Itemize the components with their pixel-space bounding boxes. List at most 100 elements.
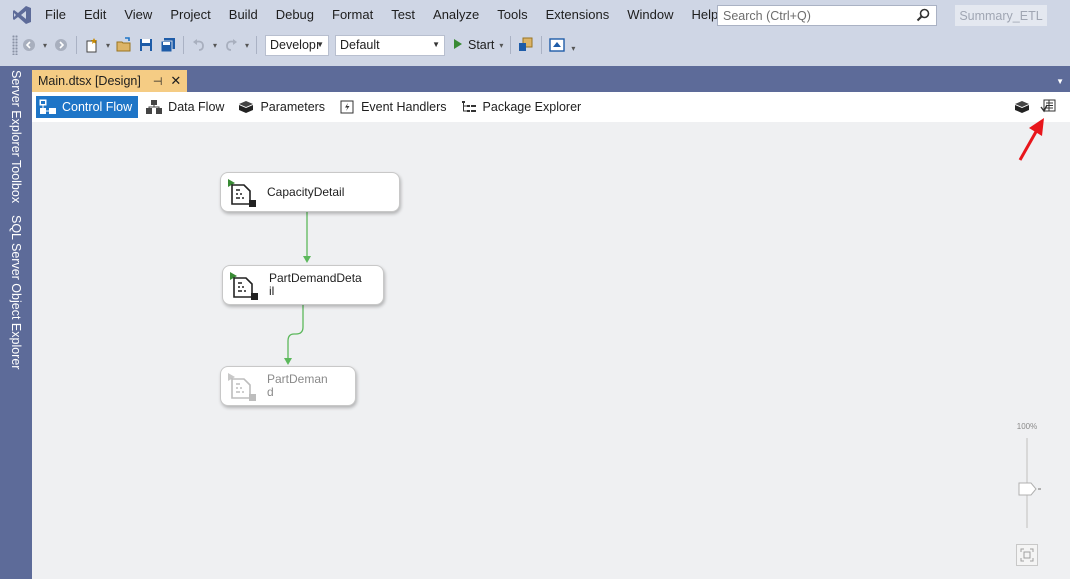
- task-part-demand-detail[interactable]: PartDemandDeta il: [222, 265, 384, 305]
- event-handlers-icon: [338, 99, 356, 115]
- parameters-icon: [237, 99, 255, 115]
- menu-tools[interactable]: Tools: [497, 7, 528, 22]
- close-icon[interactable]: ✕: [170, 73, 182, 88]
- task-label: PartDemandDeta il: [269, 271, 362, 298]
- data-flow-icon: [145, 99, 163, 115]
- redo-dropdown-icon[interactable]: ▾: [244, 40, 249, 50]
- menu-window[interactable]: Window: [627, 7, 674, 22]
- execute-sql-task-icon: [229, 270, 259, 300]
- tab-control-flow[interactable]: Control Flow: [36, 96, 139, 118]
- play-icon: [453, 38, 463, 53]
- document-tab-title: Main.dtsx [Design]: [38, 74, 141, 88]
- start-dropdown-icon[interactable]: ▾: [499, 40, 504, 50]
- menu-project[interactable]: Project: [170, 7, 211, 22]
- menu-view[interactable]: View: [124, 7, 153, 22]
- solution-configurations-combo[interactable]: Developı ▼: [265, 34, 329, 56]
- control-flow-design-surface[interactable]: CapacityDetail PartDemandDeta il PartDem…: [32, 122, 1070, 579]
- zoom-to-fit-button[interactable]: [1016, 544, 1038, 566]
- package-icon[interactable]: [546, 34, 568, 56]
- document-list-dropdown-icon[interactable]: ▼: [1056, 77, 1064, 86]
- tab-sql-server-object-explorer[interactable]: SQL Server Object Explorer: [9, 215, 23, 370]
- undo-icon[interactable]: [188, 34, 210, 56]
- menu-test[interactable]: Test: [391, 7, 416, 22]
- pin-icon[interactable]: ⊣: [152, 75, 163, 88]
- zoom-fit-icon: [1020, 548, 1034, 562]
- package-explorer-icon: [460, 99, 478, 115]
- zoom-level-label: 100%: [1016, 422, 1038, 431]
- execute-sql-task-icon: [227, 371, 257, 401]
- designer-toolbar-right: [1006, 98, 1058, 116]
- ssis-designer-tabs: Control Flow Data Flow Parameters Event …: [32, 92, 1070, 122]
- search-placeholder: Search (Ctrl+Q): [723, 8, 811, 23]
- toolbar-separator: [76, 36, 77, 54]
- tab-event-handlers[interactable]: Event Handlers: [335, 96, 452, 118]
- search-icon[interactable]: [916, 8, 930, 25]
- zoom-slider-thumb[interactable]: [1018, 482, 1042, 499]
- undo-dropdown-icon[interactable]: ▾: [212, 40, 217, 50]
- solution-name-badge: Summary_ETL: [955, 5, 1047, 26]
- precedence-constraints: [284, 212, 311, 365]
- solution-platforms-combo[interactable]: Default ▼: [335, 34, 445, 56]
- new-project-icon[interactable]: [81, 34, 103, 56]
- standard-toolbar: ▾ ▾ ▾ ▾ Developı ▼ Default ▼ Start ▾: [0, 30, 1070, 60]
- menu-items: File Edit View Project Build Debug Forma…: [36, 0, 727, 30]
- toolbar-separator: [541, 36, 543, 54]
- task-label: PartDeman d: [267, 372, 328, 399]
- menu-debug[interactable]: Debug: [275, 7, 315, 22]
- solution-configurations-value: Developı: [270, 38, 320, 52]
- precedence-constraint-1[interactable]: [303, 212, 311, 263]
- tab-event-handlers-label: Event Handlers: [361, 100, 447, 114]
- annotation-arrow-icon: [1018, 118, 1044, 161]
- control-flow-icon: [39, 99, 57, 115]
- back-dropdown-icon[interactable]: ▾: [42, 40, 47, 50]
- tab-server-explorer[interactable]: Server Explorer: [9, 70, 23, 157]
- task-part-demand[interactable]: PartDeman d: [220, 366, 356, 406]
- left-tool-window-tabs: Server Explorer Toolbox SQL Server Objec…: [0, 66, 32, 579]
- chevron-down-icon: ▼: [316, 39, 324, 49]
- task-capacity-detail[interactable]: CapacityDetail: [220, 172, 400, 212]
- find-in-files-icon[interactable]: [515, 34, 537, 56]
- precedence-constraint-2[interactable]: [284, 305, 304, 365]
- search-input[interactable]: Search (Ctrl+Q): [717, 5, 937, 26]
- navigate-back-icon[interactable]: [18, 34, 40, 56]
- toolbar-separator: [256, 36, 257, 54]
- menu-analyze[interactable]: Analyze: [433, 7, 480, 22]
- tab-control-flow-label: Control Flow: [62, 100, 133, 114]
- menu-bar: File Edit View Project Build Debug Forma…: [0, 0, 1070, 30]
- new-dropdown-icon[interactable]: ▾: [105, 40, 110, 50]
- execute-sql-task-icon: [227, 177, 257, 207]
- tab-data-flow[interactable]: Data Flow: [142, 96, 230, 118]
- menu-edit[interactable]: Edit: [83, 7, 107, 22]
- start-debugging-button[interactable]: Start ▾: [453, 38, 506, 53]
- chevron-down-icon: ▼: [432, 39, 440, 49]
- task-label: CapacityDetail: [267, 184, 345, 199]
- start-label: Start: [468, 38, 495, 52]
- document-tab-main-dtsx[interactable]: Main.dtsx [Design] ⊣ ✕: [32, 70, 188, 92]
- menu-help[interactable]: Help: [691, 7, 719, 22]
- zoom-control: 100%: [1014, 422, 1042, 572]
- menu-file[interactable]: File: [45, 7, 66, 22]
- visual-studio-logo-icon: [8, 0, 36, 30]
- tab-package-explorer-label: Package Explorer: [482, 100, 582, 114]
- getting-started-icon[interactable]: [1038, 98, 1058, 116]
- tab-package-explorer[interactable]: Package Explorer: [457, 96, 588, 118]
- redo-icon[interactable]: [220, 34, 242, 56]
- tab-toolbox[interactable]: Toolbox: [9, 160, 23, 204]
- open-file-icon[interactable]: [113, 34, 135, 56]
- document-well: Main.dtsx [Design] ⊣ ✕ ▼ Control Flow Da…: [32, 66, 1070, 579]
- toolbar-separator: [510, 36, 512, 54]
- tab-parameters[interactable]: Parameters: [234, 96, 331, 118]
- save-icon[interactable]: [135, 34, 157, 56]
- tab-parameters-label: Parameters: [260, 100, 326, 114]
- toolbar-grip[interactable]: [12, 35, 18, 55]
- tab-data-flow-label: Data Flow: [168, 100, 225, 114]
- navigate-forward-icon[interactable]: [50, 34, 72, 56]
- menu-format[interactable]: Format: [332, 7, 374, 22]
- save-all-icon[interactable]: [157, 34, 179, 56]
- menu-build[interactable]: Build: [228, 7, 258, 22]
- toolbar-separator: [183, 36, 184, 54]
- toolbar-overflow-icon[interactable]: ▾: [571, 43, 576, 53]
- solution-platforms-value: Default: [340, 38, 380, 52]
- parameters-shortcut-icon[interactable]: [1012, 98, 1032, 116]
- menu-extensions[interactable]: Extensions: [545, 7, 610, 22]
